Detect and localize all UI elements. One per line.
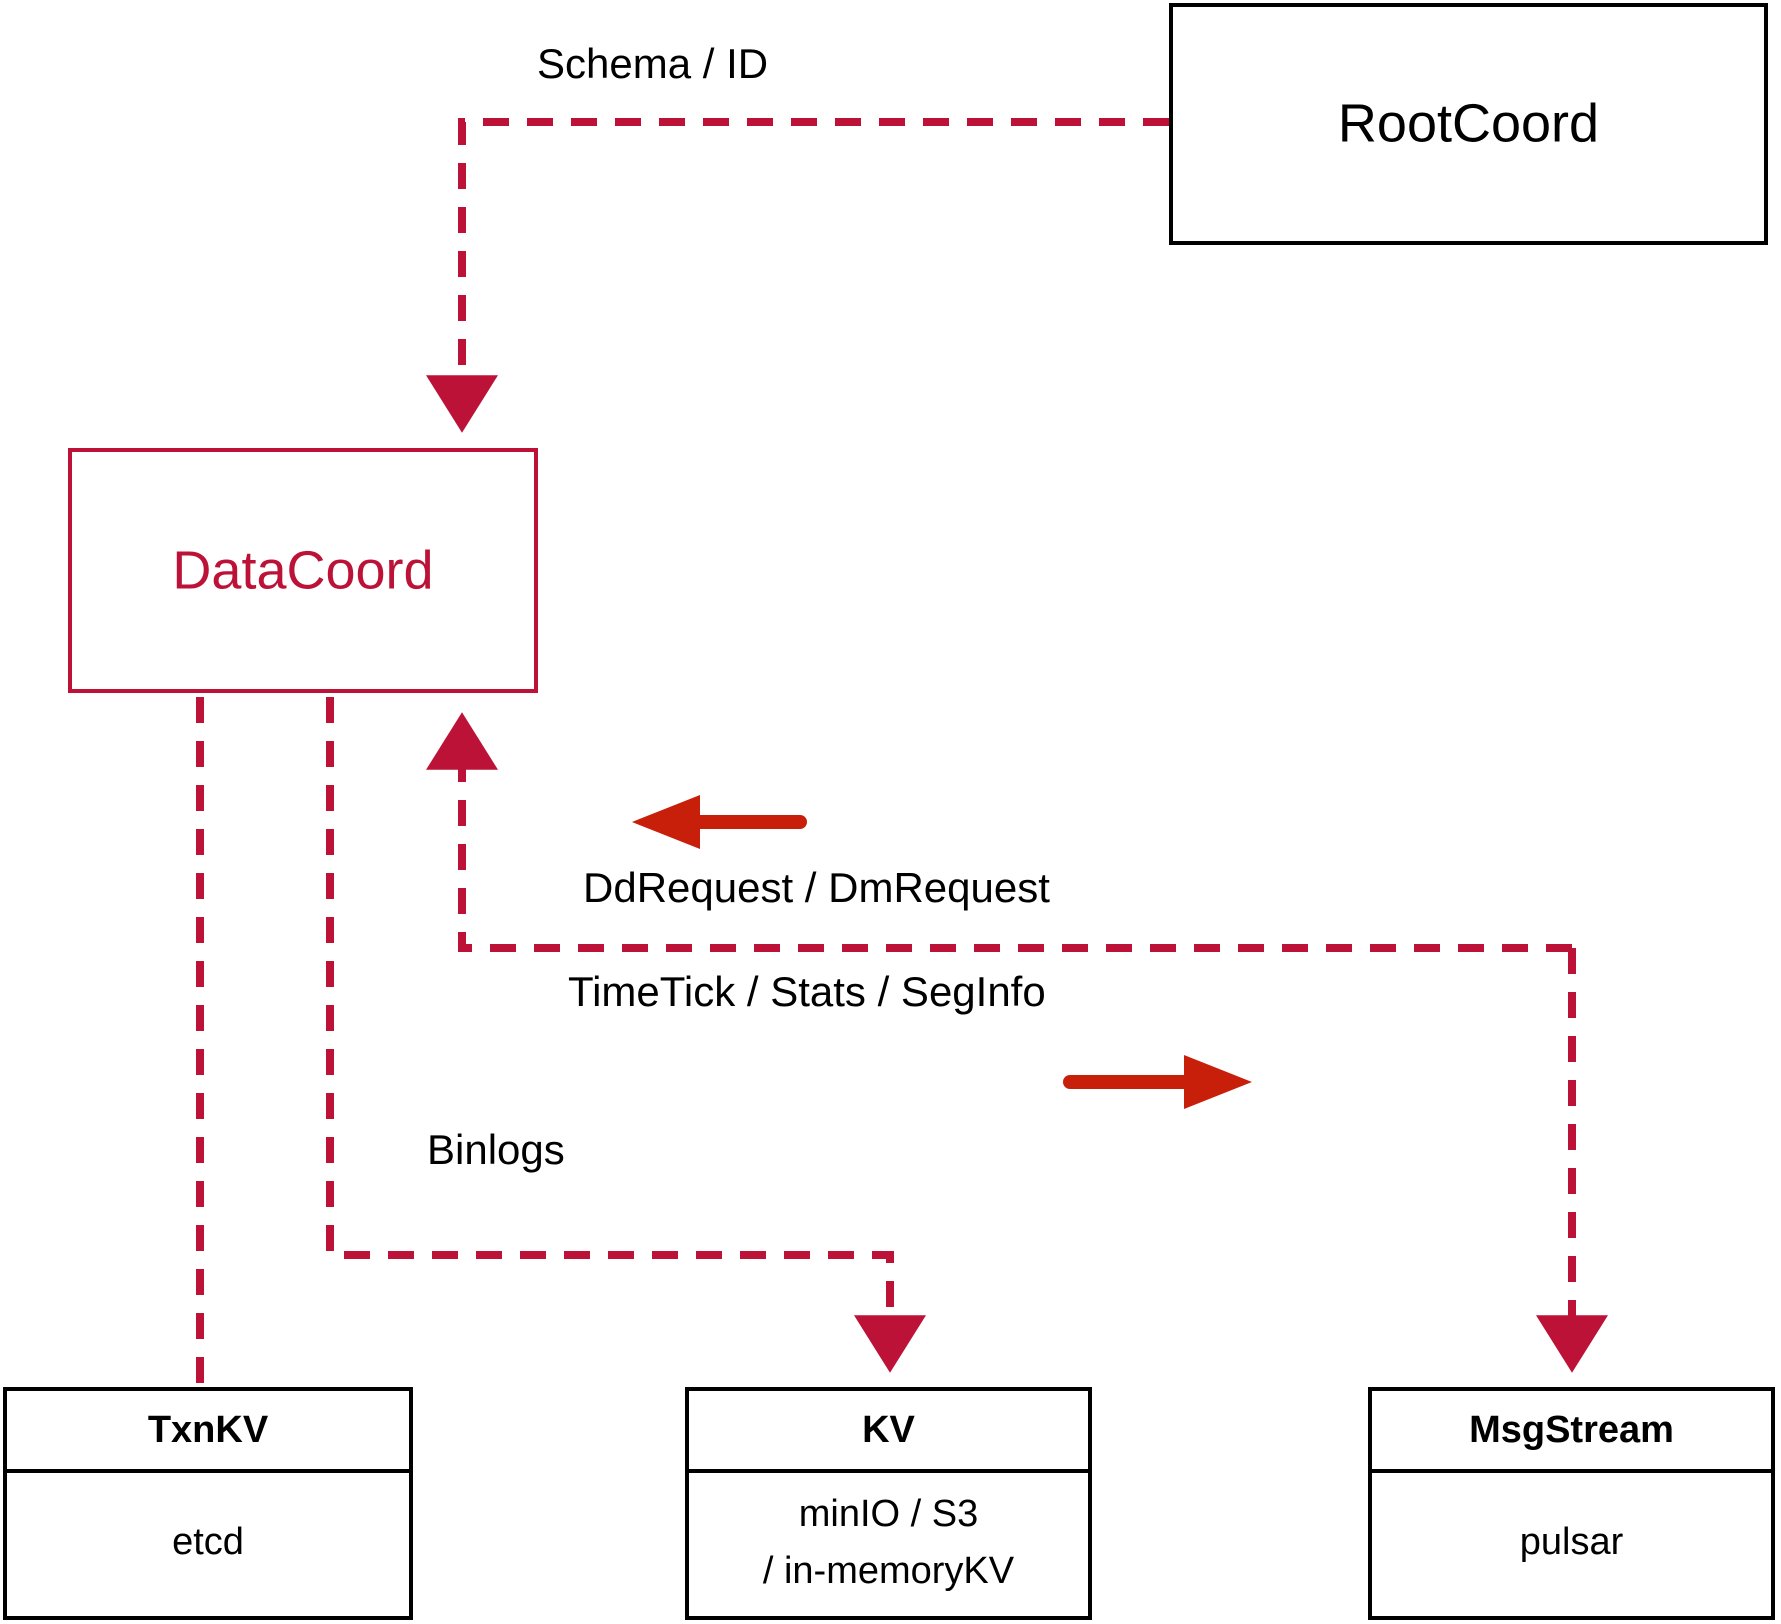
node-rootcoord[interactable]: RootCoord [1169, 3, 1768, 245]
node-txnkv[interactable]: TxnKV etcd [3, 1387, 413, 1620]
node-datacoord-label: DataCoord [172, 539, 434, 600]
edge-msgstream-to-datacoord [426, 712, 1572, 952]
edge-rootcoord-to-datacoord [426, 118, 1169, 433]
edge-label-timetick-stats-seginfo: TimeTick / Stats / SegInfo [568, 968, 1046, 1015]
node-datacoord[interactable]: DataCoord [68, 448, 538, 693]
node-msgstream-header: MsgStream [1372, 1391, 1771, 1473]
node-kv-impl-1: / in-memoryKV [762, 1549, 1015, 1592]
node-kv-header: KV [689, 1391, 1088, 1473]
edge-label-binlogs: Binlogs [427, 1126, 565, 1173]
inbound-direction-arrow [632, 795, 807, 849]
node-kv-impl-0: minIO / S3 [798, 1492, 979, 1535]
node-txnkv-body: etcd [7, 1469, 409, 1616]
node-kv-body: minIO / S3 / in-memoryKV [689, 1469, 1088, 1616]
edge-datacoord-to-kv [326, 697, 926, 1373]
node-txnkv-header: TxnKV [7, 1391, 409, 1473]
node-kv[interactable]: KV minIO / S3 / in-memoryKV [685, 1387, 1092, 1620]
node-rootcoord-label: RootCoord [1337, 93, 1600, 154]
edge-label-schema-id: Schema / ID [537, 40, 769, 87]
outbound-direction-arrow [1063, 1055, 1252, 1109]
node-msgstream[interactable]: MsgStream pulsar [1368, 1387, 1775, 1620]
node-txnkv-impl-0: etcd [172, 1521, 244, 1563]
node-msgstream-impl-0: pulsar [1519, 1521, 1624, 1563]
node-msgstream-body: pulsar [1372, 1469, 1771, 1616]
edge-label-dd-dm-request: DdRequest / DmRequest [583, 864, 1050, 911]
